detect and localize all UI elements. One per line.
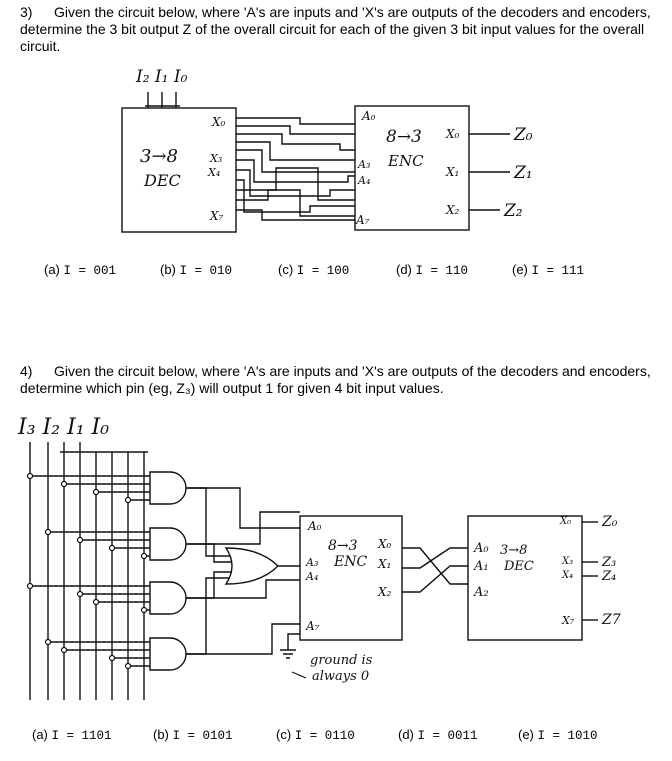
output-4-z3: Z₃ [601,555,616,570]
option-3d[interactable]: (d) I = 110 [396,262,469,278]
encoder-3-x2: X₂ [445,203,460,217]
encoder-3-box [354,105,470,231]
option-4a[interactable]: (a) I = 1101 [32,727,112,743]
encoder-4-x0: X₀ [377,537,392,551]
decoder-3-sub: DEC [143,171,181,190]
and-gate-3 [149,581,187,615]
decoder-4-a2: A₂ [473,585,489,600]
decoder-3-x3: X₃ [209,152,222,165]
question-4-body: Given the circuit below, where 'A's are … [20,363,651,396]
output-3-z2: Z₂ [503,201,523,221]
ground-note-line2: always 0 [312,669,369,684]
decoder-3-x0: X₀ [211,115,226,129]
and-gate-1 [149,471,187,505]
decoder-3-title: 3→8 [140,146,178,167]
inputs-label-3: I₂ I₁ I₀ [135,67,188,87]
encoder-4-a7: A₇ [305,619,320,633]
encoder-3-a0: A₀ [361,109,376,123]
encoder-4-box [299,515,403,641]
inputs-label-4: I₃ I₂ I₁ I₀ [17,415,109,440]
decoder-3-x7: X₇ [209,209,224,223]
decoder-3-x4: X₄ [207,166,220,179]
or-gate [224,547,279,585]
decoder-4-x4: X₄ [561,570,573,581]
option-3b[interactable]: (b) I = 010 [160,262,233,278]
decoder-4-x0: X₀ [559,516,571,527]
question-4-text: 4)Given the circuit below, where 'A's ar… [20,363,660,397]
option-3a[interactable]: (a) I = 001 [44,262,117,278]
encoder-3-sub: ENC [387,152,424,170]
decoder-4-sub: DEC [503,559,534,574]
encoder-4-title: 8→3 [328,538,358,554]
and-gate-4 [149,637,187,671]
output-4-z0: Z₀ [601,514,618,530]
output-3-z0: Z₀ [513,125,533,145]
option-4e[interactable]: (e) I = 1010 [518,727,598,743]
option-4c[interactable]: (c) I = 0110 [276,727,355,743]
encoder-4-x1: X₁ [377,557,391,571]
ground-note-line1: ground is [310,653,373,668]
encoder-3-x0: X₀ [445,127,460,141]
question-3-number: 3) [20,4,33,20]
encoder-4-x2: X₂ [377,585,392,599]
encoder-3-a3: A₃ [357,158,370,171]
encoder-4-a3: A₃ [305,556,318,569]
output-3-z1: Z₁ [513,163,533,183]
decoder-4-x3: X₃ [561,556,573,567]
question-3-text: 3)Given the circuit below, where 'A's ar… [20,4,660,55]
decoder-4-x7: X₇ [561,614,575,627]
encoder-3-a7: A₇ [355,213,370,227]
question-4-number: 4) [20,363,33,379]
decoder-4-a0: A₀ [473,541,489,556]
encoder-4-a4: A₄ [305,570,318,583]
option-3e[interactable]: (e) I = 111 [512,262,585,278]
option-4d[interactable]: (d) I = 0011 [398,727,478,743]
option-4b[interactable]: (b) I = 0101 [153,727,233,743]
decoder-4-a1: A₁ [473,559,489,574]
option-3c[interactable]: (c) I = 100 [278,262,350,278]
ground-note-arrow [291,671,307,679]
question-3-body: Given the circuit below, where 'A's are … [20,4,651,54]
junction-dots [26,472,148,670]
output-4-z7: Z7 [601,612,621,628]
decoder-4-box [467,515,583,641]
circuit-3-wires [121,92,510,233]
encoder-3-a4: A₄ [357,174,370,187]
encoder-3-x1: X₁ [445,165,459,179]
and-gate-2 [149,527,187,561]
encoder-4-sub: ENC [333,554,367,570]
encoder-3-title: 8→3 [386,127,422,147]
output-4-z4: Z₄ [601,569,616,584]
encoder-4-a0: A₀ [307,519,322,533]
decoder-4-title: 3→8 [500,543,527,558]
